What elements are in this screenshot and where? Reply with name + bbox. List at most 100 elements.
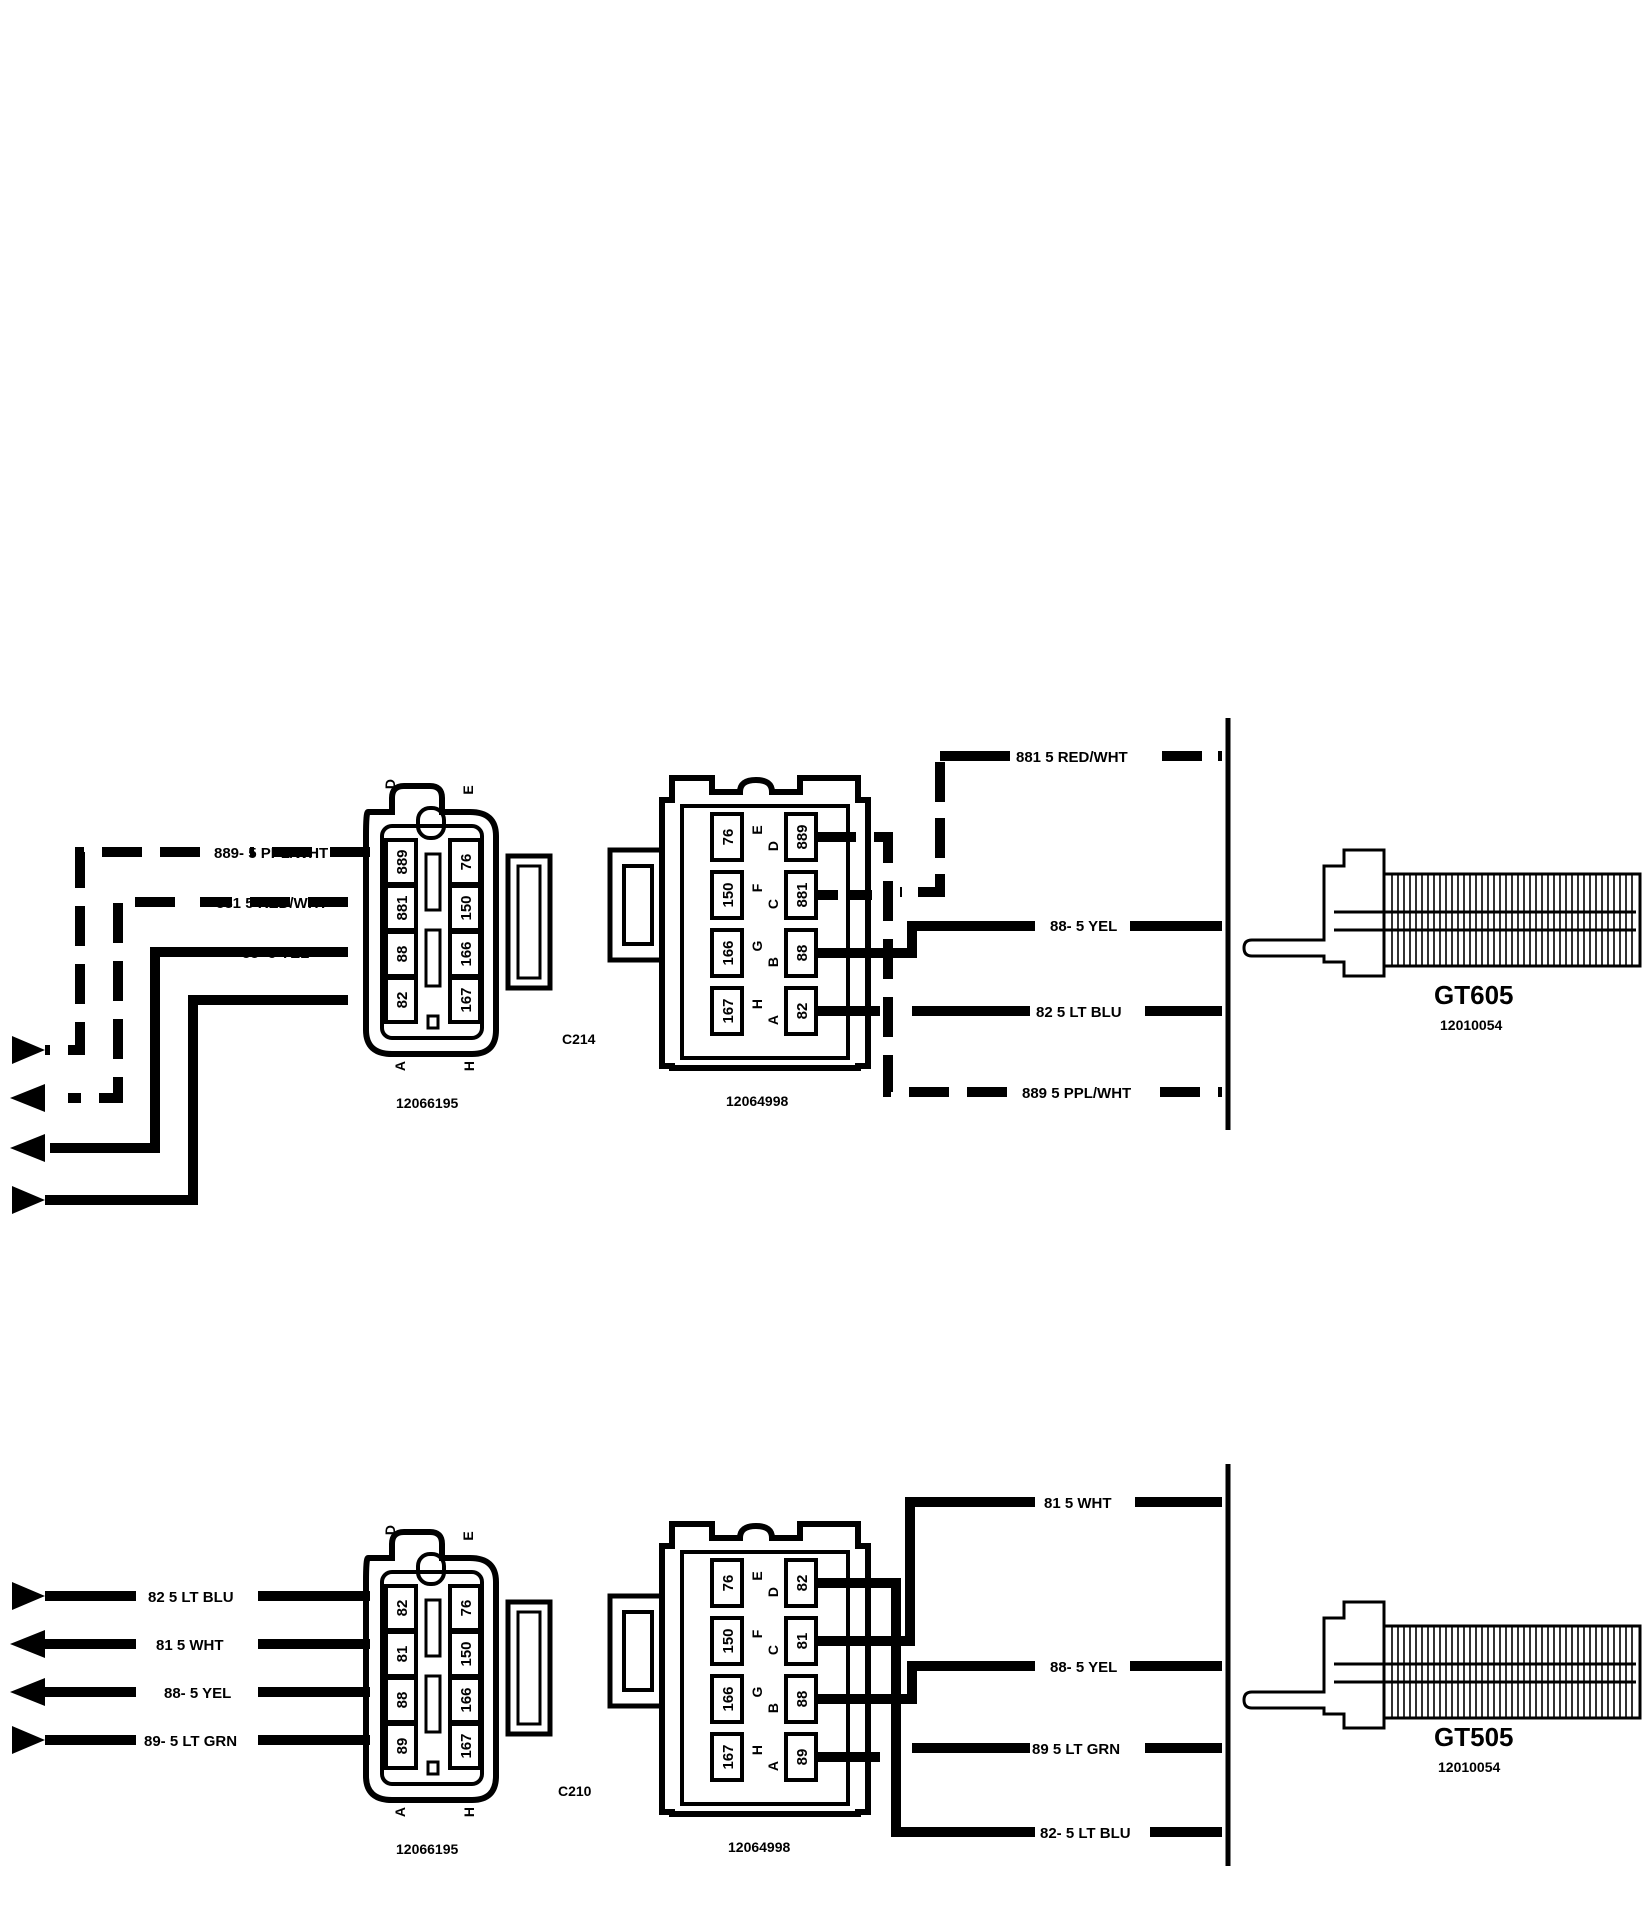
pin-label: A: [392, 1061, 408, 1071]
wire-82-lt-blu: [45, 995, 348, 1205]
pin-label: 89: [394, 1738, 411, 1755]
bottom-harness-name: GT505: [1434, 1722, 1514, 1752]
top-left-wire-label-2: 881 5 RED/WHT: [216, 895, 328, 912]
pin-label: 167: [458, 1733, 475, 1758]
pin-label: 167: [720, 1744, 737, 1769]
pin-label: 82: [394, 1600, 411, 1617]
pin-label: E: [749, 825, 765, 834]
top-left-connector-part: 12066195: [396, 1095, 459, 1111]
pin-label: 167: [458, 987, 475, 1012]
wire-89-lt-grn-right: [816, 1743, 1222, 1762]
top-right-connector-part: 12064998: [726, 1093, 789, 1109]
pin-label: 82: [794, 1003, 811, 1020]
pin-label: A: [392, 1807, 408, 1817]
pin-label: D: [765, 841, 781, 851]
bottom-right-wires: [816, 1497, 1222, 1837]
pin-label: D: [382, 1525, 398, 1535]
pin-label: 889: [394, 849, 411, 874]
arrow-head: [12, 1582, 45, 1610]
pin-label: G: [749, 1686, 765, 1697]
bottom-left-connector-pins: 82 81 88 89 76 150 166 167 D E A H: [382, 1525, 477, 1817]
pin-label: C: [765, 899, 781, 909]
top-left-arrows: [10, 1036, 45, 1214]
pin-label: C: [765, 1645, 781, 1655]
pin-label: 76: [720, 829, 737, 846]
pin-label: 166: [458, 1687, 475, 1712]
pin-label: H: [461, 1061, 477, 1071]
pin-label: F: [749, 883, 765, 892]
bottom-left-wire-label-3: 88- 5 YEL: [164, 1685, 231, 1702]
pin-label: F: [749, 1629, 765, 1638]
bottom-left-wire-label-1: 82 5 LT BLU: [148, 1589, 234, 1606]
top-right-wire-label-3: 82 5 LT BLU: [1036, 1004, 1122, 1021]
pin-label: 881: [794, 882, 811, 907]
bottom-right-connector: [607, 1521, 871, 1817]
pin-label: 150: [720, 1628, 737, 1653]
bottom-section: 82 5 LT BLU 81 5 WHT 88- 5 YEL 89- 5 LT …: [10, 1464, 1642, 1866]
bottom-right-wire-label-4: 82- 5 LT BLU: [1040, 1825, 1131, 1842]
bottom-left-wire-label-2: 81 5 WHT: [156, 1637, 224, 1654]
wire-88-yel-right: [816, 921, 1222, 958]
arrow-head: [12, 1726, 45, 1754]
top-harness-name: GT605: [1434, 980, 1514, 1010]
arrow-head: [12, 1036, 45, 1064]
top-left-wire-label-4: 82- 5 LT BLU: [232, 992, 323, 1009]
bottom-harness-part: 12010054: [1438, 1759, 1501, 1775]
pin-label: H: [749, 1745, 765, 1755]
top-harness-part: 12010054: [1440, 1017, 1503, 1033]
bottom-left-wires: [45, 1591, 370, 1745]
wire-81-wht-right: [816, 1497, 1222, 1646]
pin-label: 166: [720, 1686, 737, 1711]
bottom-right-wire-label-3: 89 5 LT GRN: [1032, 1741, 1120, 1758]
top-harness-ridges: [1391, 874, 1633, 966]
pin-label: B: [765, 957, 781, 967]
bottom-harness-sensor: [1242, 1600, 1642, 1730]
wire-889-ppl-wht: [45, 847, 370, 1055]
pin-label: E: [460, 785, 476, 794]
top-left-connector-pins: 889 881 88 82 76 150 166 167 D E A H: [382, 779, 477, 1071]
top-right-connector: [607, 775, 871, 1071]
bottom-right-wire-label-2: 88- 5 YEL: [1050, 1659, 1117, 1676]
wire-889-ppl-wht-right: [816, 832, 1222, 1097]
bottom-left-connector-part: 12066195: [396, 1841, 459, 1857]
pin-label: 167: [720, 998, 737, 1023]
pin-label: 89: [794, 1749, 811, 1766]
pin-label: 166: [458, 941, 475, 966]
pin-label: D: [382, 779, 398, 789]
pin-label: 76: [458, 854, 475, 871]
wire-881-red-wht: [68, 897, 348, 1103]
bottom-right-connector-part: 12064998: [728, 1839, 791, 1855]
top-left-wire-label-1: 889- 5 PPL/WHT: [214, 845, 328, 862]
arrow-head: [10, 1134, 45, 1162]
pin-label: 81: [394, 1646, 411, 1663]
pin-label: 150: [720, 882, 737, 907]
pin-label: 88: [794, 945, 811, 962]
pin-label: H: [461, 1807, 477, 1817]
bottom-left-arrows: [10, 1582, 45, 1754]
wire-88-yel-right: [816, 1661, 1222, 1704]
pin-label: A: [765, 1761, 781, 1771]
pin-label: 889: [794, 824, 811, 849]
wire-88-yel: [50, 947, 348, 1153]
pin-label: 88: [794, 1691, 811, 1708]
arrow-head: [12, 1186, 45, 1214]
pin-label: 88: [394, 1692, 411, 1709]
pin-label: A: [765, 1015, 781, 1025]
pin-label: 76: [458, 1600, 475, 1617]
bottom-harness-ridges: [1391, 1626, 1633, 1718]
bottom-right-connector-pins: 76 150 166 167 82 81 88 89 E F G H D C B…: [720, 1571, 811, 1771]
bottom-right-wire-label-1: 81 5 WHT: [1044, 1495, 1112, 1512]
bottom-left-connector: [363, 1529, 553, 1803]
pin-label: E: [749, 1571, 765, 1580]
pin-label: 82: [794, 1575, 811, 1592]
pin-label: H: [749, 999, 765, 1009]
top-harness-sensor: [1242, 848, 1642, 978]
top-left-wires: [45, 847, 370, 1205]
pin-label: 150: [458, 1641, 475, 1666]
top-left-wire-label-3: 88- 5 YEL: [242, 945, 309, 962]
bottom-connector-id: C210: [558, 1783, 592, 1799]
top-right-wire-label-4: 889 5 PPL/WHT: [1022, 1085, 1131, 1102]
pin-label: 76: [720, 1575, 737, 1592]
top-right-wire-label-2: 88- 5 YEL: [1050, 918, 1117, 935]
